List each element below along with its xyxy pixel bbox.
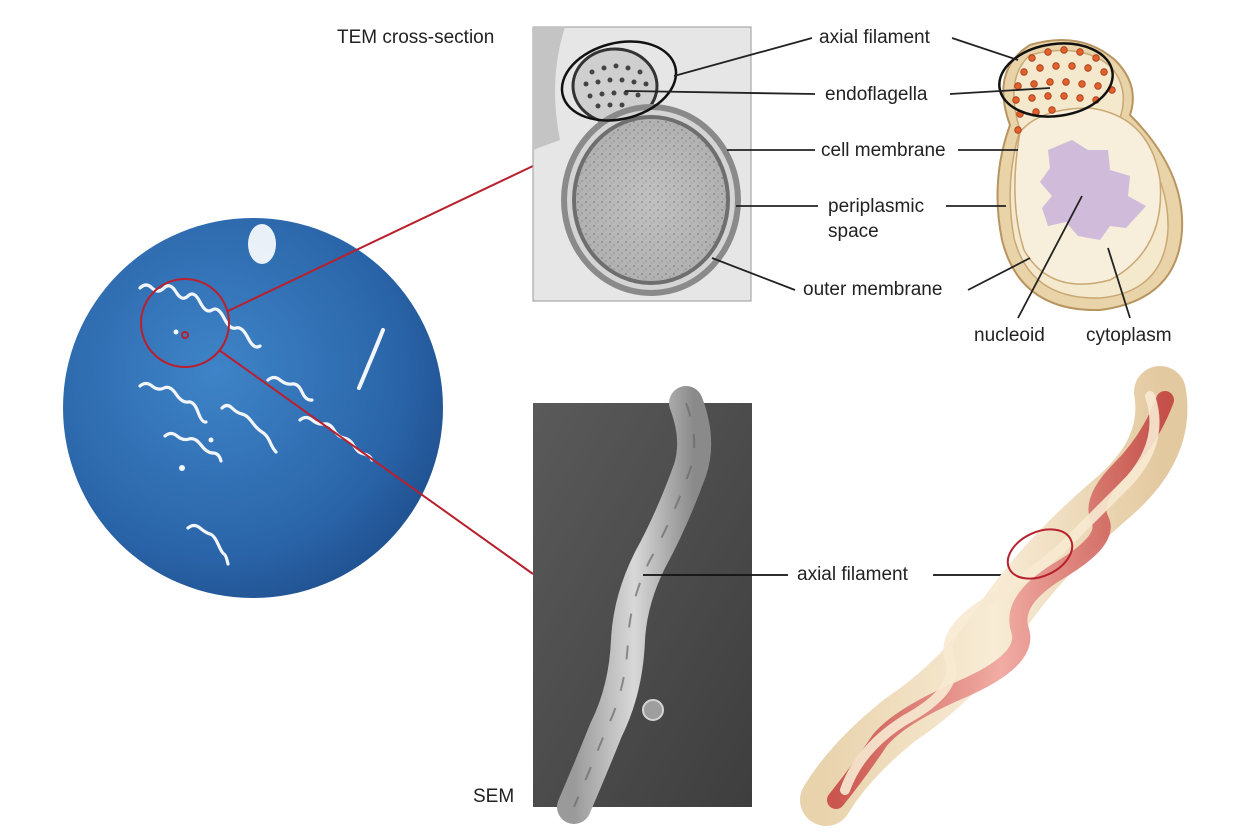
sem-panel-label: SEM: [473, 786, 514, 808]
tem-panel-label: TEM cross-section: [337, 27, 494, 49]
label-endoflagella: endoflagella: [825, 84, 927, 106]
cell-cross-section-illustration: [995, 36, 1183, 310]
light-micrograph: [63, 218, 443, 598]
label-periplasmic-line1: periplasmic: [828, 196, 924, 218]
label-sem-axial-filament: axial filament: [797, 564, 908, 586]
twisted-filament-illustration: [826, 392, 1165, 800]
label-periplasmic-line2: space: [828, 221, 879, 243]
label-nucleoid: nucleoid: [974, 325, 1045, 347]
label-cytoplasm: cytoplasm: [1086, 325, 1172, 347]
label-cell-membrane: cell membrane: [821, 140, 946, 162]
label-outer-membrane: outer membrane: [803, 279, 942, 301]
label-axial-filament: axial filament: [819, 27, 930, 49]
sem-micrograph: [533, 403, 788, 807]
